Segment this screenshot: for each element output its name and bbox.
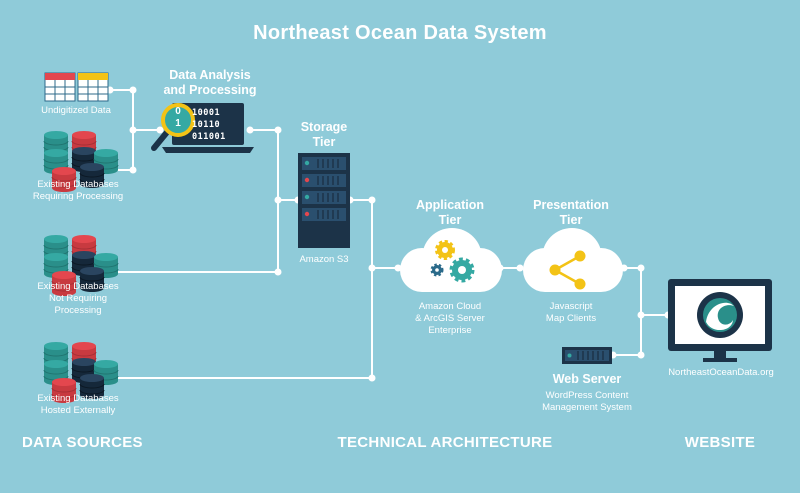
binary-data-text: 10001 10110 011001 [192, 108, 226, 142]
map-clients-label: Javascript Map Clients [545, 301, 597, 324]
website-heading: WEBSITE [684, 434, 756, 451]
magnifier-digits: 0 1 [175, 106, 181, 129]
amazon-cloud-label: Amazon Cloud & ArcGIS Server Enterprise [415, 301, 485, 336]
storage-tier-title: Storage Tier [300, 120, 348, 149]
existing-databases-processing-label: Existing Databases Requiring Processing [32, 179, 124, 202]
analysis-title: Data Analysis and Processing [163, 68, 257, 97]
presentation-tier-title: Presentation Tier [533, 198, 609, 227]
hosted-externally-label: Existing Databases Hosted Externally [37, 393, 119, 416]
wordpress-cms-label: WordPress Content Management System [542, 390, 632, 413]
server-rack-icon [298, 153, 350, 248]
spreadsheet-icon [44, 72, 109, 102]
existing-databases-not-requiring-label: Existing Databases Not Requiring Process… [37, 281, 119, 316]
undigitized-data-label: Undigitized Data [41, 105, 111, 116]
technical-architecture-heading: TECHNICAL ARCHITECTURE [337, 434, 553, 451]
website-url: NortheastOceanData.org [668, 367, 774, 378]
page-title: Northeast Ocean Data System [253, 22, 547, 44]
application-tier-title: Application Tier [415, 198, 485, 227]
cloud-gears-icon [400, 228, 502, 292]
monitor-wave-logo-icon [668, 279, 772, 362]
server-icon [562, 347, 612, 364]
data-sources-heading: DATA SOURCES [22, 434, 143, 451]
amazon-s3-label: Amazon S3 [299, 254, 349, 265]
web-server-title: Web Server [552, 372, 622, 386]
cloud-share-icon [523, 228, 623, 292]
laptop-magnifier-icon [151, 103, 254, 153]
